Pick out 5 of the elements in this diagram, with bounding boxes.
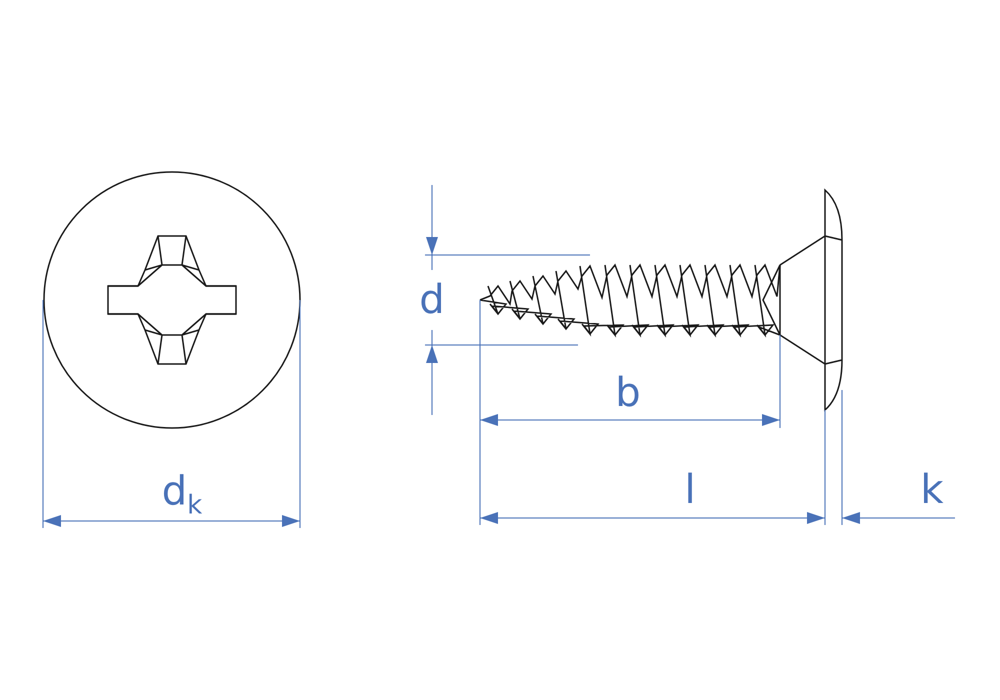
dimension-label: d$_{k}$ <box>162 472 202 518</box>
dimension-label: l <box>684 470 696 510</box>
dimension-label: k <box>920 470 944 510</box>
dimension-label: b <box>615 373 641 413</box>
dimension-label: d <box>419 280 445 320</box>
